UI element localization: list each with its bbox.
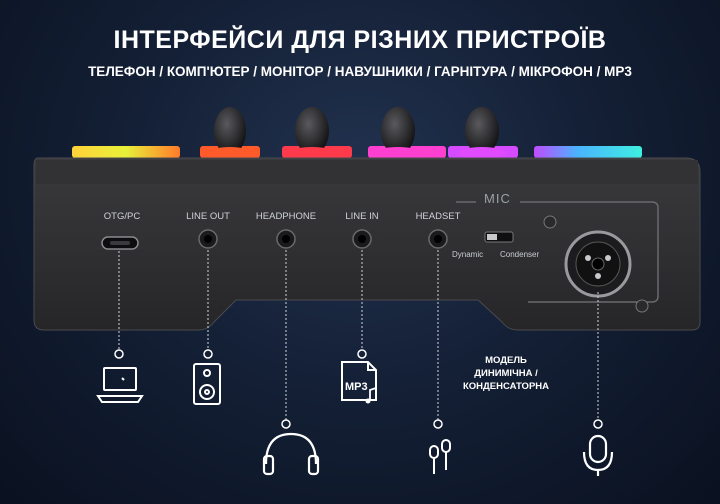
laptop-icon	[96, 367, 144, 403]
microphone-icon	[582, 434, 614, 476]
mp3-label: MP3	[345, 381, 368, 393]
knob	[214, 107, 246, 155]
mic-label: MIC	[484, 191, 511, 206]
mic-model-note: МОДЕЛЬ ДИНИМІЧНА / КОНДЕНСАТОРНА	[446, 354, 566, 393]
port-row	[101, 215, 649, 313]
connector-dots	[114, 349, 603, 429]
screw	[543, 215, 557, 229]
condenser-label: Condenser	[500, 250, 540, 259]
knob-row	[208, 107, 506, 159]
speaker-icon	[193, 363, 221, 405]
otg-port-label: OTG/PC	[103, 211, 141, 222]
dynamic-label: Dynamic	[452, 250, 484, 259]
note-line-1: МОДЕЛЬ	[485, 355, 527, 366]
knob	[381, 107, 415, 155]
page-title: ІНТЕРФЕЙСИ ДЛЯ РІЗНИХ ПРИСТРОЇВ	[113, 26, 607, 54]
line-out-label: LINE OUT	[186, 211, 230, 222]
page-subtitle: ТЕЛЕФОН / КОМП'ЮТЕР / МОНІТОР / НАВУШНИК…	[88, 64, 632, 79]
knob	[465, 107, 499, 155]
headset-label: HEADSET	[415, 211, 461, 222]
connector-lines	[118, 250, 599, 420]
note-line-3: КОНДЕНСАТОРНА	[462, 381, 550, 392]
headphone-label: HEADPHONE	[255, 211, 317, 222]
screw	[635, 299, 649, 313]
knob	[295, 107, 329, 155]
rgb-light-bar	[72, 146, 642, 158]
mp3-icon: MP3	[341, 361, 377, 404]
earphones-icon	[429, 439, 451, 474]
line-in-label: LINE IN	[345, 211, 379, 222]
headphones-icon	[262, 432, 320, 476]
note-line-2: ДИНИМІЧНА /	[474, 368, 538, 379]
